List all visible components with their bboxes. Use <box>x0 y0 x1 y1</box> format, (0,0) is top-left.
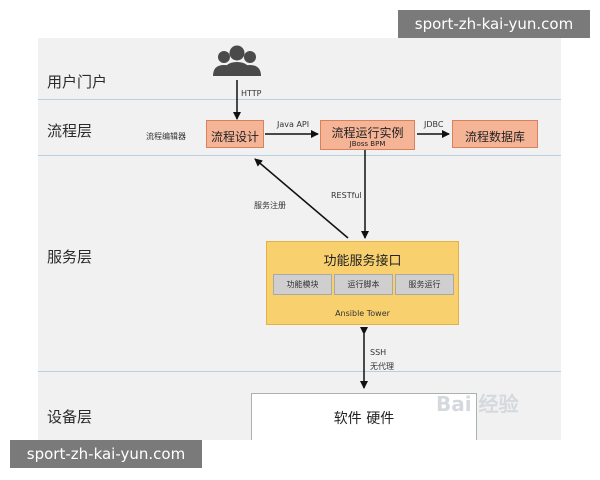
architecture-diagram: 用户门户 流程层 服务层 设备层 流程编辑器 <box>38 38 561 440</box>
java-api-label: Java API <box>277 120 310 129</box>
process-design-label: 流程设计 <box>210 130 259 144</box>
watermark-badge-bottom: sport-zh-kai-yun.com <box>10 440 202 468</box>
process-runtime-box: 流程运行实例 JBoss BPM <box>320 120 415 150</box>
ansible-tower-label: Ansible Tower <box>335 309 390 318</box>
connector-arrows <box>213 45 450 389</box>
layer-label-device: 设备层 <box>47 408 93 426</box>
module-function: 功能模块 <box>273 274 332 295</box>
process-runtime-label: 流程运行实例 <box>331 126 404 140</box>
watermark-badge-top: sport-zh-kai-yun.com <box>398 10 590 38</box>
process-database-label: 流程数据库 <box>464 130 525 144</box>
layer-label-portal: 用户门户 <box>47 73 108 91</box>
service-register-label: 服务注册 <box>254 201 286 210</box>
service-interface-title: 功能服务接口 <box>323 254 402 269</box>
module-service-run: 服务运行 <box>395 274 454 295</box>
device-box: 软件 硬件 <box>251 393 477 440</box>
users-icon <box>213 45 261 76</box>
process-design-box: 流程设计 <box>206 120 264 148</box>
http-label: HTTP <box>241 89 262 98</box>
ssh-label: SSH <box>370 348 387 357</box>
layer-label-process: 流程层 <box>47 122 93 140</box>
process-editor-label: 流程编辑器 <box>146 132 186 141</box>
device-label: 软件 硬件 <box>333 411 395 427</box>
ansible-tower-box: 功能服务接口 功能模块 运行脚本 服务运行 Ansible Tower <box>266 241 459 325</box>
process-runtime-sublabel: JBoss BPM <box>349 140 386 148</box>
baidu-watermark: Bai 经验 <box>436 392 519 416</box>
module-run-script: 运行脚本 <box>334 274 393 295</box>
restful-label: RESTful <box>331 191 362 200</box>
layer-divider <box>38 155 561 156</box>
layer-divider <box>38 371 561 372</box>
agentless-label: 无代理 <box>370 362 394 371</box>
layer-divider <box>38 99 561 100</box>
process-database-box: 流程数据库 <box>452 120 538 148</box>
layer-label-service: 服务层 <box>47 248 93 266</box>
jdbc-label: JDBC <box>424 120 444 129</box>
